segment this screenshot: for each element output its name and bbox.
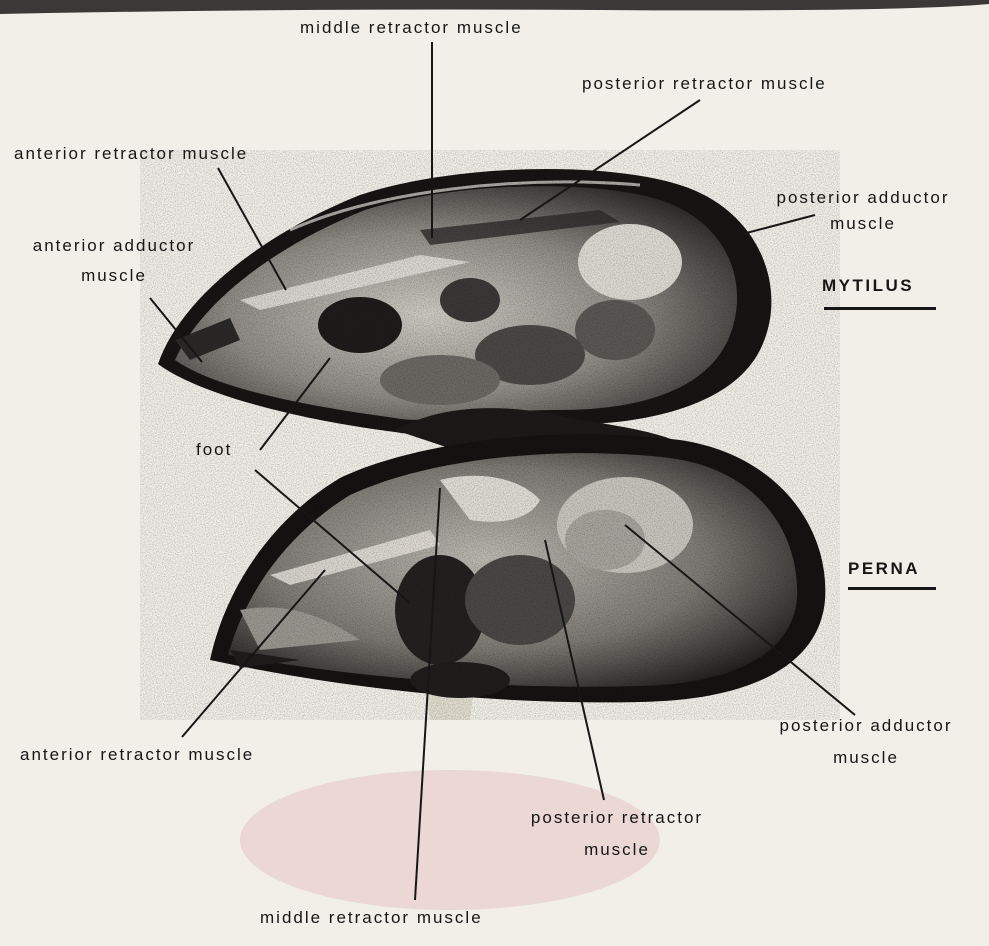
scan-edge — [0, 0, 989, 14]
label-mytilus-anterior-retractor: anterior retractor muscle — [14, 144, 248, 164]
perna-title-underline — [848, 587, 936, 590]
label-mytilus-posterior-adductor: posterior adductor muscle — [744, 188, 982, 234]
label-mytilus-posterior-retractor: posterior retractor muscle — [582, 74, 827, 94]
label-perna-middle-retractor: middle retractor muscle — [260, 908, 483, 928]
label-mytilus-anterior-adductor: anterior adductor muscle — [14, 236, 214, 286]
perna-title: PERNA — [848, 559, 920, 579]
mytilus-title: MYTILUS — [822, 276, 914, 296]
label-perna-anterior-retractor: anterior retractor muscle — [20, 745, 254, 765]
label-mytilus-middle-retractor: middle retractor muscle — [300, 18, 523, 38]
label-foot: foot — [196, 440, 232, 460]
mytilus-title-underline — [824, 307, 936, 310]
label-perna-posterior-retractor: posterior retractor muscle — [490, 808, 744, 860]
label-perna-posterior-adductor: posterior adductor muscle — [748, 716, 984, 768]
